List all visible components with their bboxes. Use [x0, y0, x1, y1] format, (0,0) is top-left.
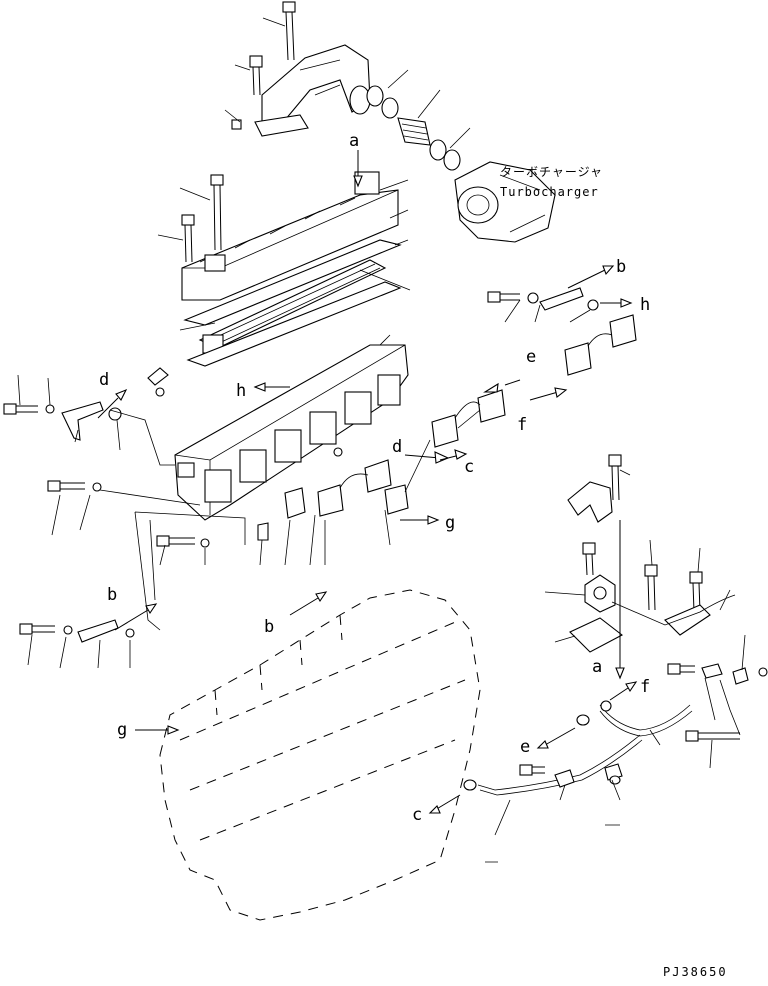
turbocharger-caption-en: Turbocharger: [500, 185, 599, 199]
clamp: [732, 667, 749, 685]
cover-bracket: [567, 481, 613, 523]
turbocharger: [454, 161, 556, 243]
label-f-right: f: [640, 677, 650, 697]
label-c-lower: c: [412, 805, 422, 825]
sensor-mounting-plate: [569, 617, 624, 653]
bolt-center: [156, 535, 195, 547]
bolt-harness: [519, 764, 545, 776]
intake-manifold: [174, 344, 409, 521]
heater-plate: [609, 314, 637, 348]
washer: [108, 407, 122, 421]
label-f: f: [517, 415, 527, 435]
bolt-bottom-right: [685, 730, 740, 742]
washer: [527, 292, 539, 304]
bolt-left-3: [19, 623, 55, 635]
reference-arrows: [97, 150, 638, 814]
elbow-gasket: [254, 114, 309, 137]
port-gasket: [284, 487, 306, 519]
bolt-top-right: [608, 454, 622, 501]
washer: [587, 299, 599, 311]
cover-bolts: [181, 174, 224, 263]
label-h: h: [640, 295, 650, 315]
bracket-left: [61, 401, 104, 441]
label-b-left: b: [107, 585, 117, 605]
label-d-right: d: [392, 437, 402, 457]
nut: [231, 119, 242, 130]
heater-wires: [339, 333, 613, 493]
washer: [200, 538, 210, 548]
washer: [92, 482, 102, 492]
elbow-bolt-long: [282, 1, 296, 61]
sensor-plug: [147, 367, 169, 397]
label-h-left: h: [236, 381, 246, 401]
washer: [45, 404, 55, 414]
bolt-left-1: [3, 403, 38, 415]
label-a-right: a: [592, 657, 602, 677]
bracket-right: [539, 287, 584, 311]
seal-rings: [366, 85, 461, 171]
upper-elbow-pipe: [261, 44, 371, 126]
bolt-lower-right: [667, 663, 695, 675]
label-e: e: [526, 347, 536, 367]
label-b: b: [616, 257, 626, 277]
drawing-code: PJ38650: [663, 965, 728, 979]
heater-gasket: [186, 281, 402, 367]
plug: [257, 522, 269, 541]
clamp: [701, 663, 723, 679]
label-a: a: [349, 131, 359, 151]
sensor-wire: [611, 594, 736, 626]
intake-heater: [198, 259, 387, 354]
bellows-joint: [397, 117, 431, 146]
port-gasket: [384, 484, 409, 515]
bolt-right-upper: [487, 291, 520, 303]
label-d: d: [99, 370, 109, 390]
sensor: [584, 574, 616, 613]
washer: [125, 628, 135, 638]
washer: [63, 625, 73, 635]
wiring-harness: [463, 700, 693, 796]
bolt-sensor: [582, 542, 596, 576]
label-g-left: g: [117, 720, 127, 740]
label-c: c: [464, 457, 474, 477]
elbow-bolt-short: [249, 55, 263, 96]
heater-plate: [364, 459, 392, 493]
washer: [758, 667, 768, 677]
heater-plate: [317, 484, 344, 517]
plug: [333, 447, 343, 457]
heater-plate: [431, 414, 459, 448]
bolts-right-pair: [644, 564, 703, 613]
bolt-left-2: [47, 480, 85, 492]
cover-gasket: [183, 239, 402, 326]
leader-lines-left: [99, 409, 246, 631]
heater-plate: [564, 342, 592, 376]
engine-block-outline: [159, 589, 481, 921]
bracket-lower: [77, 619, 119, 643]
clamp: [664, 604, 711, 636]
label-b-center: b: [264, 617, 274, 637]
leader-lines-right: [704, 677, 741, 736]
turbocharger-caption-jp: ターボチャージャ: [500, 165, 603, 179]
label-g: g: [445, 513, 455, 533]
label-e-lower: e: [520, 737, 530, 757]
heater-plate: [477, 389, 506, 423]
callout-leaders: [17, 17, 746, 863]
